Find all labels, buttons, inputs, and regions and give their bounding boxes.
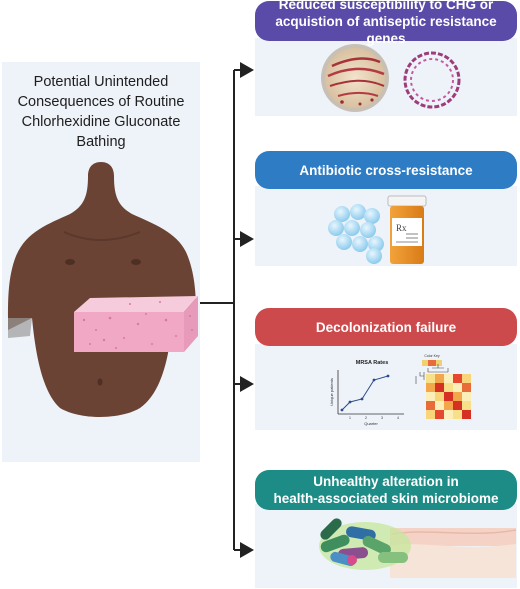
pills-icon [328,204,384,264]
connector-lines [200,62,254,558]
plasmid-icon [403,51,461,109]
prescription-bottle-icon: Rx [387,195,427,264]
mini-chart-xtick-1: 1 [349,416,351,420]
title-line-1: Potential Unintended [33,74,169,90]
torso-illustration [8,162,196,417]
title-line-3: Chlorhexidine Gluconate [21,114,181,130]
mini-chart-xtick-4: 4 [397,416,399,420]
petri-dish-icon [321,44,389,112]
consequence-4-line-1: Unhealthy alteration in [313,474,459,489]
mini-line-chart: MRSA Rates Unique patients Quarter 1 2 3… [329,360,404,426]
consequence-1-line-2: acquistion of antiseptic resistance gene… [275,13,497,46]
consequence-header-4: Unhealthy alteration in health-associate… [255,470,517,510]
heatmap-icon: Color Key [415,354,471,419]
consequence-3-line-1: Decolonization failure [315,319,457,335]
title-line-4: Bathing [76,134,126,150]
mini-chart-ylabel: Unique patients [329,378,334,406]
mini-chart-xtick-2: 2 [365,416,367,420]
mini-chart-xlabel: Quarter [364,421,378,426]
diagram-title: Potential Unintended Consequences of Rou… [2,72,200,152]
heatmap-key-label: Color Key [424,354,440,358]
consequence-box-2 [255,186,517,266]
consequence-2-line-1: Antibiotic cross-resistance [299,162,473,178]
bottle-rx-label: Rx [396,223,407,233]
title-line-2: Consequences of Routine [17,94,185,110]
consequence-1-line-1: Reduced susceptibility to CHG or [278,0,494,12]
consequence-header-1: Reduced susceptibility to CHG or acquist… [255,0,517,46]
consequence-header-3: Decolonization failure [255,308,517,346]
skin-microbiome-icon [319,518,517,578]
sponge-illustration [74,296,198,352]
consequence-box-3 [255,344,517,430]
mini-chart-title: MRSA Rates [356,360,389,366]
mini-chart-xtick-3: 3 [381,416,383,420]
consequence-4-line-2: health-associated skin microbiome [273,491,499,506]
consequence-header-2: Antibiotic cross-resistance [255,151,517,189]
